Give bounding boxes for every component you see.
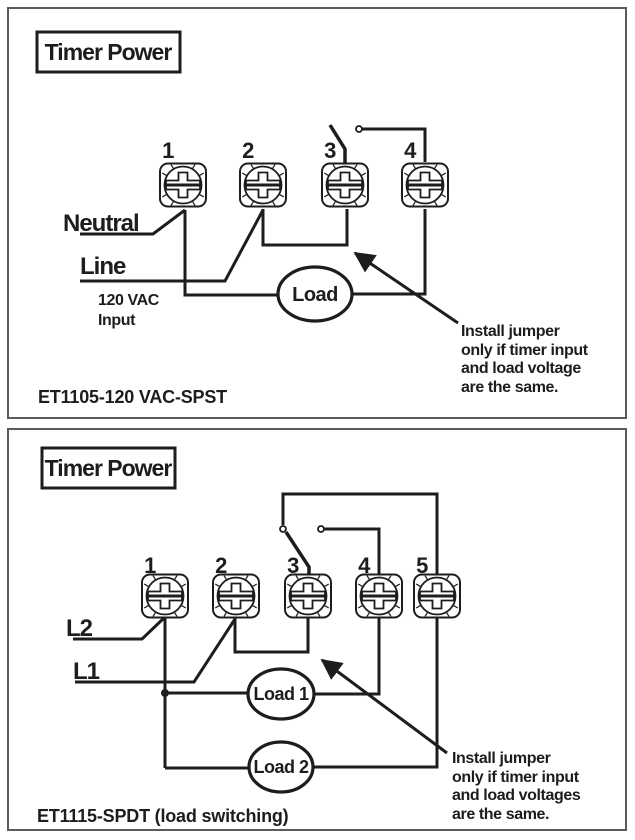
terminal-4-number: 4	[358, 553, 371, 578]
load-to-terminal4-wire	[352, 209, 427, 296]
terminal-5	[412, 573, 462, 619]
jumper-note-line1: Install jumper	[452, 750, 551, 767]
terminal-4-number: 4	[404, 138, 417, 163]
load2-to-terminal5-wire	[313, 618, 439, 769]
model-label-et1115: ET1115-SPDT (load switching)	[37, 806, 289, 826]
terminal1-to-load-wire	[183, 210, 278, 297]
switch-contact-circle	[355, 125, 363, 133]
l2-wire	[73, 616, 166, 641]
jumper-wire-terminals-2-3	[233, 618, 310, 654]
jumper-note-line2: only if timer input	[461, 342, 589, 359]
load2-ellipse	[247, 740, 315, 794]
contact-to-terminal4-wire	[362, 127, 427, 162]
timer-power-box	[35, 30, 182, 74]
jumper-note-line4: are the same.	[452, 806, 549, 823]
model-label-et1105: ET1105-120 VAC-SPST	[38, 387, 227, 407]
jumper-note-line1: Install jumper	[461, 323, 560, 340]
terminal-1-number: 1	[144, 553, 156, 578]
input-caption-line2: Input	[98, 312, 136, 329]
terminal-3-number: 3	[324, 138, 336, 163]
terminal-1-number: 1	[162, 138, 174, 163]
jumper-wire-terminals-2-3	[261, 209, 349, 247]
terminal-4	[354, 573, 404, 619]
jumper-note-line3: and load voltage	[461, 360, 581, 377]
load1-to-terminal4-wire	[314, 618, 381, 696]
load1-label: Load 1	[253, 684, 308, 704]
terminal-3	[283, 573, 333, 619]
jumper-note-arrow	[320, 658, 448, 755]
terminal-2-number: 2	[242, 138, 254, 163]
terminal-4	[400, 162, 450, 208]
diagram-panel-et1105: Timer Power Load 1 2 3 4 Neutral Line 12…	[7, 7, 627, 419]
l1-label: L1	[73, 658, 100, 685]
timer-power-box	[40, 446, 177, 490]
terminal-2	[238, 162, 288, 208]
switch-contact-left-circle	[279, 525, 287, 533]
terminal-3-number: 3	[287, 553, 299, 578]
timer-power-label: Timer Power	[45, 455, 173, 481]
load1-ellipse	[246, 667, 316, 721]
et1105-wiring-diagram: Timer Power Load 1 2 3 4 Neutral Line 12…	[35, 30, 589, 407]
terminal-3	[320, 162, 370, 208]
terminal-1	[158, 162, 208, 208]
l2-label: L2	[66, 615, 93, 642]
contact-to-terminal4-wire	[324, 527, 381, 574]
terminal-5-number: 5	[416, 553, 428, 578]
jumper-note-arrow	[353, 251, 459, 325]
switch-blade	[328, 124, 347, 163]
contact-to-terminal5-wire	[281, 492, 439, 574]
line-wire	[80, 209, 265, 283]
terminal-1	[140, 573, 190, 619]
l1-wire	[75, 618, 237, 684]
input-caption-line1: 120 VAC	[98, 292, 160, 309]
line-label: Line	[80, 253, 126, 280]
jumper-note-line2: only if timer input	[452, 769, 580, 786]
terminal-2	[211, 573, 261, 619]
jumper-note-line3: and load voltages	[452, 787, 581, 804]
load-label: Load	[292, 284, 338, 306]
switch-contact-right-circle	[317, 525, 325, 533]
switch-blade	[284, 531, 311, 575]
diagram-panel-et1115: Timer Power Load 1 Load 2 1 2 3 4 5 L2 L…	[7, 428, 627, 831]
timer-power-label: Timer Power	[45, 39, 173, 65]
load2-label: Load 2	[253, 757, 308, 777]
terminal-2-number: 2	[215, 553, 227, 578]
jumper-note-line4: are the same.	[461, 379, 558, 396]
load-ellipse	[276, 265, 354, 323]
neutral-label: Neutral	[63, 210, 139, 237]
et1115-wiring-diagram: Timer Power Load 1 Load 2 1 2 3 4 5 L2 L…	[37, 446, 581, 826]
neutral-wire	[80, 208, 186, 236]
